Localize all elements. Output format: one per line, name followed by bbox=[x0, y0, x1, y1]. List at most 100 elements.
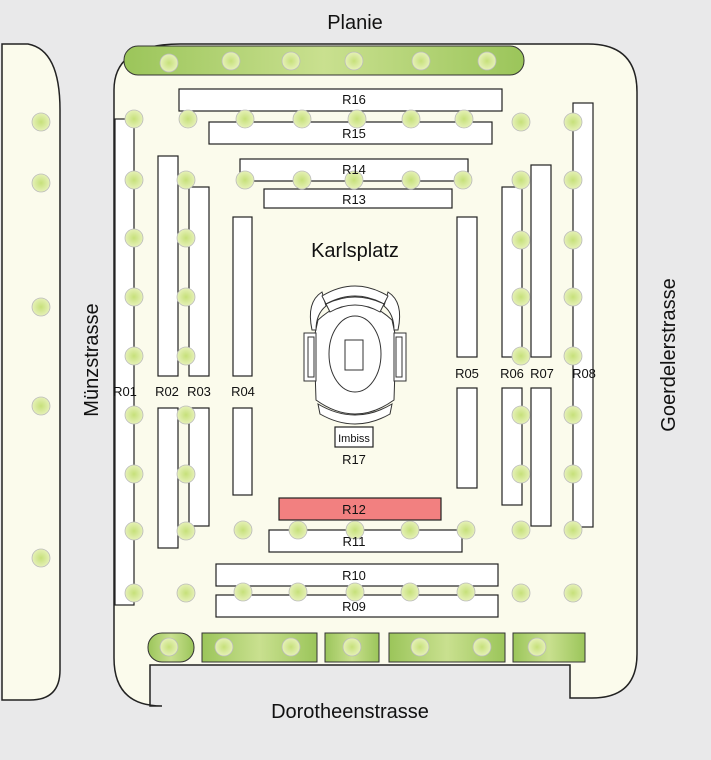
imbiss-stall[interactable] bbox=[334, 426, 374, 448]
tree bbox=[400, 582, 420, 602]
stall-r05-bottom[interactable] bbox=[456, 387, 478, 489]
trees bbox=[31, 51, 583, 657]
tree bbox=[454, 109, 474, 129]
tree bbox=[124, 464, 144, 484]
tree bbox=[563, 346, 583, 366]
stall-r07-top[interactable] bbox=[530, 164, 552, 358]
tree bbox=[401, 109, 421, 129]
stall-r13[interactable] bbox=[263, 188, 453, 209]
street-label-goerdelerstrasse: Goerdelerstrasse bbox=[658, 278, 680, 431]
tree bbox=[511, 170, 531, 190]
tree bbox=[233, 520, 253, 540]
tree bbox=[31, 297, 51, 317]
stall-label-r06: R06 bbox=[500, 366, 524, 381]
stall-r07-bottom[interactable] bbox=[530, 387, 552, 527]
tree bbox=[342, 637, 362, 657]
tree bbox=[511, 405, 531, 425]
tree bbox=[124, 228, 144, 248]
hedge bbox=[123, 45, 525, 76]
tree bbox=[511, 583, 531, 603]
tree bbox=[288, 520, 308, 540]
tree bbox=[563, 230, 583, 250]
stall-r03-top[interactable] bbox=[188, 186, 210, 377]
stall-r04-top[interactable] bbox=[232, 216, 253, 377]
tree bbox=[176, 287, 196, 307]
tree bbox=[235, 170, 255, 190]
tree bbox=[281, 51, 301, 71]
tree bbox=[292, 109, 312, 129]
tree bbox=[124, 521, 144, 541]
tree bbox=[221, 51, 241, 71]
tree bbox=[511, 230, 531, 250]
tree bbox=[281, 637, 301, 657]
stall-r08[interactable] bbox=[572, 102, 594, 528]
tree bbox=[511, 112, 531, 132]
tree bbox=[176, 464, 196, 484]
tree bbox=[178, 109, 198, 129]
stall-label-r09: R09 bbox=[342, 599, 366, 614]
tree bbox=[344, 51, 364, 71]
street-label-muenzstrasse: Münzstrasse bbox=[81, 303, 103, 416]
stall-label-r08: R08 bbox=[572, 366, 596, 381]
tree bbox=[563, 520, 583, 540]
stall-label-r13: R13 bbox=[342, 192, 366, 207]
tree bbox=[477, 51, 497, 71]
stall-labels: R16 R15 R14 R13 R12 R11 R10 R09 R01 R02 … bbox=[113, 92, 596, 614]
tree bbox=[456, 582, 476, 602]
tree bbox=[31, 112, 51, 132]
tree bbox=[159, 53, 179, 73]
hedge bbox=[512, 632, 586, 663]
tree bbox=[235, 109, 255, 129]
tree bbox=[456, 520, 476, 540]
tree bbox=[176, 228, 196, 248]
tree bbox=[124, 346, 144, 366]
stall-r05-top[interactable] bbox=[456, 216, 478, 358]
stall-label-r04: R04 bbox=[231, 384, 255, 399]
tree bbox=[472, 637, 492, 657]
tree bbox=[288, 582, 308, 602]
tree bbox=[511, 287, 531, 307]
stall-r02-top[interactable] bbox=[157, 155, 179, 377]
stall-label-r15: R15 bbox=[342, 126, 366, 141]
tree bbox=[563, 405, 583, 425]
left-sidewalk-strip bbox=[1, 43, 61, 701]
stall-r12[interactable] bbox=[278, 497, 442, 521]
stall-label-r03: R03 bbox=[187, 384, 211, 399]
stall-label-r02: R02 bbox=[155, 384, 179, 399]
tree bbox=[511, 346, 531, 366]
stall-r16[interactable] bbox=[178, 88, 503, 112]
stall-r06-bottom[interactable] bbox=[501, 387, 523, 506]
tree bbox=[31, 396, 51, 416]
tree bbox=[176, 170, 196, 190]
stalls bbox=[114, 88, 594, 618]
tree bbox=[410, 637, 430, 657]
tree bbox=[176, 405, 196, 425]
tree bbox=[292, 170, 312, 190]
stall-label-r17: R17 bbox=[342, 452, 366, 467]
tree bbox=[124, 583, 144, 603]
tree bbox=[344, 170, 364, 190]
stall-label-r16: R16 bbox=[342, 92, 366, 107]
tree bbox=[176, 346, 196, 366]
stall-label-r10: R10 bbox=[342, 568, 366, 583]
tree bbox=[159, 637, 179, 657]
stall-label-r14: R14 bbox=[342, 162, 366, 177]
stall-r02-bottom[interactable] bbox=[157, 407, 179, 549]
stall-r06-top[interactable] bbox=[501, 186, 523, 358]
tree bbox=[233, 582, 253, 602]
imbiss-label: Imbiss bbox=[338, 433, 370, 445]
tree bbox=[411, 51, 431, 71]
tree bbox=[563, 583, 583, 603]
stall-label-r07: R07 bbox=[530, 366, 554, 381]
tree bbox=[511, 520, 531, 540]
stall-label-r12: R12 bbox=[342, 502, 366, 517]
stall-r04-bottom[interactable] bbox=[232, 407, 253, 496]
central-monument bbox=[303, 285, 407, 425]
tree bbox=[563, 464, 583, 484]
tree bbox=[563, 170, 583, 190]
tree bbox=[176, 583, 196, 603]
tree bbox=[124, 405, 144, 425]
tree bbox=[527, 637, 547, 657]
tree bbox=[401, 170, 421, 190]
